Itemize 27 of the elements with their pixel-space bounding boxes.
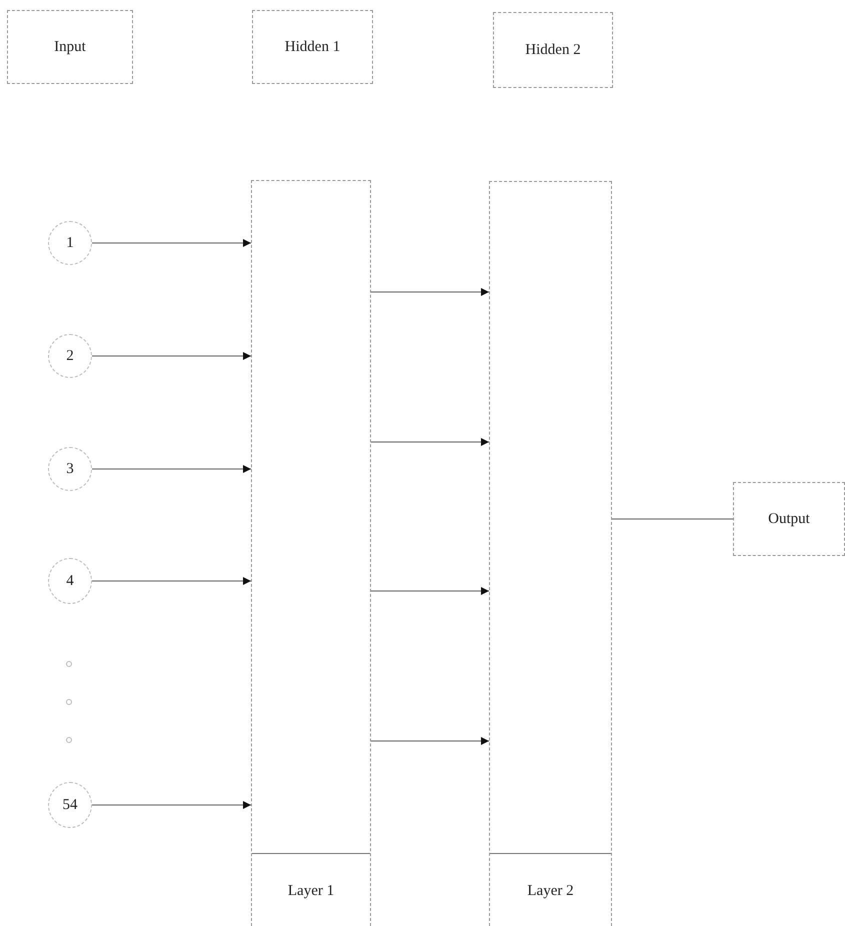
layer-label-box xyxy=(7,10,133,84)
arrow xyxy=(370,438,490,446)
neuron-number: 4 xyxy=(66,572,74,590)
arrow xyxy=(92,577,252,585)
layer-column-box xyxy=(489,181,612,926)
layer-label: Hidden 1 xyxy=(284,38,340,56)
arrow xyxy=(370,587,490,595)
arrow xyxy=(92,239,252,247)
layer-label-box xyxy=(733,482,845,556)
layer-label: Hidden 2 xyxy=(525,42,581,58)
layer-label: Layer 1 xyxy=(288,883,334,900)
neuron-number: 3 xyxy=(66,460,74,478)
connector-line xyxy=(612,518,734,520)
arrow xyxy=(92,465,252,473)
arrow xyxy=(370,737,490,745)
layer-label-box xyxy=(493,12,613,88)
layer-label: Output xyxy=(768,510,810,528)
arrow xyxy=(92,352,252,360)
layer-label: Input xyxy=(54,38,86,56)
layer-label-box xyxy=(252,10,373,84)
neuron-number: 2 xyxy=(66,348,74,364)
layer-label: Layer 2 xyxy=(527,883,574,900)
neuron-number: 54 xyxy=(62,796,78,814)
neuron-number: 1 xyxy=(66,234,74,252)
arrow xyxy=(370,288,490,296)
arrow xyxy=(92,801,252,809)
layer-column-box xyxy=(251,180,371,926)
